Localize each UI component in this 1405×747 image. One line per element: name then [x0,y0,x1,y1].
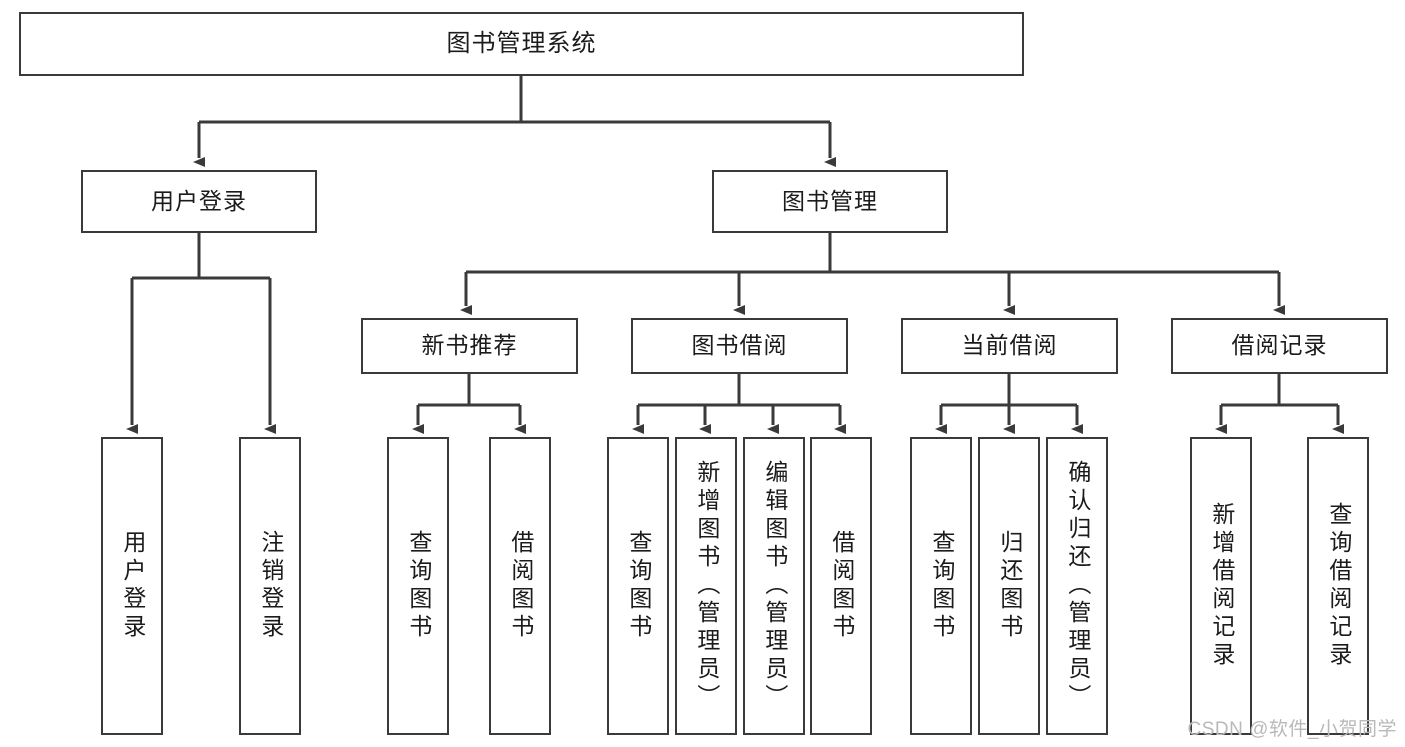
leaf-user-logout[interactable]: 注销登录 [239,437,301,735]
leaf-add-book-admin[interactable]: 新增图书（管理员） [675,437,737,735]
leaf-confirm-return-admin[interactable]: 确认归还（管理员） [1046,437,1108,735]
node-borrow-record-label: 借阅记录 [1231,332,1328,359]
leaf-query-borrow-record-label: 查询借阅记录 [1325,502,1352,670]
node-new-book-recommend-label: 新书推荐 [421,332,518,359]
watermark: CSDN @软件_小贺同学 [1187,719,1397,740]
leaf-new-book-query[interactable]: 查询图书 [387,437,449,735]
node-book-management[interactable]: 图书管理 [712,170,948,233]
leaf-new-book-borrow[interactable]: 借阅图书 [489,437,551,735]
node-borrow-record[interactable]: 借阅记录 [1171,318,1388,374]
node-root-label: 图书管理系统 [446,29,597,57]
leaf-return-book[interactable]: 归还图书 [978,437,1040,735]
leaf-borrow-query-book[interactable]: 查询图书 [607,437,669,735]
leaf-borrow-query-book-label: 查询图书 [625,530,652,642]
leaf-add-borrow-record-label: 新增借阅记录 [1208,502,1235,670]
leaf-new-book-borrow-label: 借阅图书 [507,530,534,642]
leaf-edit-book-admin[interactable]: 编辑图书（管理员） [743,437,805,735]
node-new-book-recommend[interactable]: 新书推荐 [361,318,578,374]
node-current-borrow[interactable]: 当前借阅 [901,318,1118,374]
leaf-add-book-admin-label: 新增图书（管理员） [693,460,720,712]
node-book-management-label: 图书管理 [782,187,878,214]
leaf-return-book-label: 归还图书 [996,530,1023,642]
leaf-user-login[interactable]: 用户登录 [101,437,163,735]
node-user-login[interactable]: 用户登录 [81,170,317,233]
leaf-current-query-book[interactable]: 查询图书 [910,437,972,735]
leaf-edit-book-admin-label: 编辑图书（管理员） [761,460,788,712]
leaf-current-query-book-label: 查询图书 [928,530,955,642]
node-book-borrow-label: 图书借阅 [691,332,788,359]
leaf-add-borrow-record[interactable]: 新增借阅记录 [1190,437,1252,735]
leaf-new-book-query-label: 查询图书 [405,530,432,642]
leaf-user-login-label: 用户登录 [119,530,146,642]
leaf-user-logout-label: 注销登录 [257,530,284,642]
leaf-query-borrow-record[interactable]: 查询借阅记录 [1307,437,1369,735]
leaf-borrow-book[interactable]: 借阅图书 [810,437,872,735]
node-book-borrow[interactable]: 图书借阅 [631,318,848,374]
node-root[interactable]: 图书管理系统 [19,12,1024,76]
leaf-confirm-return-admin-label: 确认归还（管理员） [1064,460,1091,712]
leaf-borrow-book-label: 借阅图书 [828,530,855,642]
node-user-login-label: 用户登录 [151,187,247,214]
node-current-borrow-label: 当前借阅 [961,332,1058,359]
